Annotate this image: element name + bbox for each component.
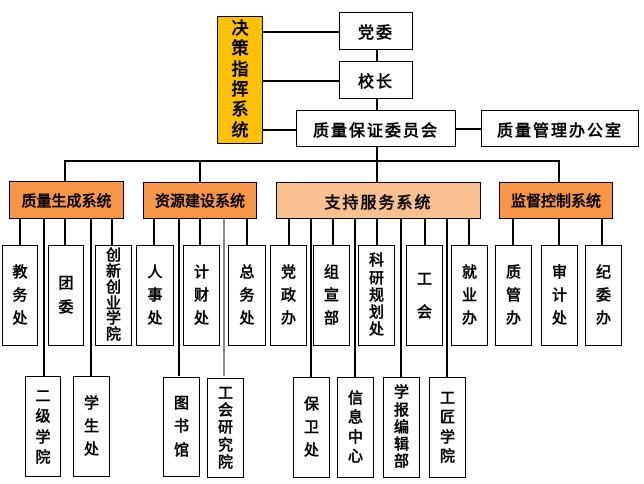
dept-label: 保卫处: [303, 394, 319, 460]
connector: [376, 146, 378, 182]
connector: [111, 218, 113, 245]
connector: [64, 218, 66, 245]
system-label: 质量生成系统: [21, 191, 112, 210]
connector: [424, 218, 426, 245]
connector: [178, 218, 180, 376]
connector: [354, 218, 356, 377]
connector: [376, 218, 378, 245]
connector: [199, 218, 201, 245]
dept-node: 就业办: [451, 245, 488, 346]
dept-node: 组宣部: [313, 245, 350, 346]
connector: [558, 218, 560, 245]
connector: [288, 218, 290, 245]
dept-label: 质管办: [505, 262, 521, 328]
quality-office-node: 质量管理办公室: [481, 110, 639, 147]
dept-label: 人事处: [147, 262, 163, 328]
dept-node: 学生处: [73, 376, 110, 477]
dept-node: 计财处: [183, 245, 220, 346]
dept-node: 二级学院: [25, 376, 61, 477]
connector: [262, 80, 339, 82]
decision-system-label: 决策指挥系统: [231, 18, 249, 141]
dept-label: 工匠学院: [439, 388, 455, 466]
decision-system-node: 决策指挥系统: [217, 16, 263, 144]
party-committee-label: 党委: [357, 23, 394, 42]
connector: [601, 218, 603, 245]
dept-node: 工会: [406, 245, 443, 346]
dept-label: 图书馆: [173, 394, 189, 459]
president-label: 校长: [357, 72, 394, 91]
connector: [153, 218, 155, 245]
dept-node: 信息中心: [337, 377, 374, 478]
dept-label: 党政办: [280, 262, 296, 328]
dept-node: 教务处: [2, 245, 38, 346]
dept-label: 计财处: [193, 262, 209, 328]
dept-node: 学报编辑部: [383, 377, 420, 478]
connector: [246, 218, 248, 245]
connector: [64, 160, 66, 181]
dept-label: 教务处: [12, 262, 28, 328]
connector: [446, 218, 448, 377]
dept-node: 团委: [48, 245, 84, 346]
connector: [558, 160, 560, 182]
dept-node: 工匠学院: [429, 377, 466, 478]
connector: [262, 129, 296, 131]
system-node-supervision-control: 监督控制系统: [499, 182, 613, 219]
party-committee-node: 党委: [339, 12, 413, 50]
connector: [376, 98, 378, 110]
connector: [199, 160, 201, 182]
connector: [19, 218, 21, 245]
system-node-resource-building: 资源建设系统: [143, 182, 257, 219]
dept-node: 党政办: [270, 245, 307, 346]
dept-label: 学报编辑部: [393, 383, 409, 471]
dept-label: 纪委办: [595, 262, 611, 328]
dept-node: 创新创业学院: [95, 245, 132, 346]
dept-label: 团委: [58, 274, 74, 316]
dept-node: 科研规划处: [358, 245, 395, 346]
dept-node: 总务处: [228, 245, 266, 346]
dept-label: 科研规划处: [368, 251, 384, 339]
system-label: 监督控制系统: [510, 192, 601, 210]
connector: [223, 218, 225, 376]
system-node-quality-generation: 质量生成系统: [9, 181, 124, 219]
dept-node: 质管办: [495, 245, 532, 346]
dept-node: 保卫处: [293, 377, 330, 478]
dept-label: 就业办: [461, 262, 477, 328]
bus-line: [64, 160, 559, 162]
connector: [90, 218, 92, 376]
dept-label: 总务处: [239, 262, 255, 328]
connector: [310, 218, 312, 377]
system-node-support-service: 支持服务系统: [276, 182, 481, 219]
connector: [400, 218, 402, 377]
connector: [512, 218, 514, 245]
dept-node: 人事处: [136, 245, 174, 346]
dept-node: 图书馆: [163, 377, 200, 477]
system-label: 资源建设系统: [154, 192, 245, 210]
connector: [332, 218, 334, 245]
dept-label: 工会研究院: [217, 383, 233, 471]
president-node: 校长: [339, 61, 413, 99]
dept-label: 学生处: [83, 393, 99, 459]
connector: [262, 31, 339, 33]
dept-label: 创新创业学院: [105, 246, 121, 343]
dept-label: 工会: [416, 269, 432, 321]
dept-label: 信息中心: [347, 388, 363, 466]
connector: [43, 218, 45, 376]
quality-committee-label: 质量保证委员会: [312, 120, 439, 140]
dept-node: 审计处: [541, 245, 578, 346]
connector: [376, 49, 378, 61]
connector: [468, 218, 470, 245]
dept-node: 工会研究院: [207, 378, 244, 478]
connector: [456, 128, 481, 130]
quality-committee-node: 质量保证委员会: [296, 110, 456, 147]
quality-office-label: 质量管理办公室: [496, 120, 623, 140]
system-label: 支持服务系统: [324, 192, 433, 212]
dept-node: 纪委办: [585, 245, 622, 346]
dept-label: 组宣部: [323, 262, 339, 328]
dept-label: 二级学院: [35, 387, 51, 466]
dept-label: 审计处: [551, 262, 567, 328]
